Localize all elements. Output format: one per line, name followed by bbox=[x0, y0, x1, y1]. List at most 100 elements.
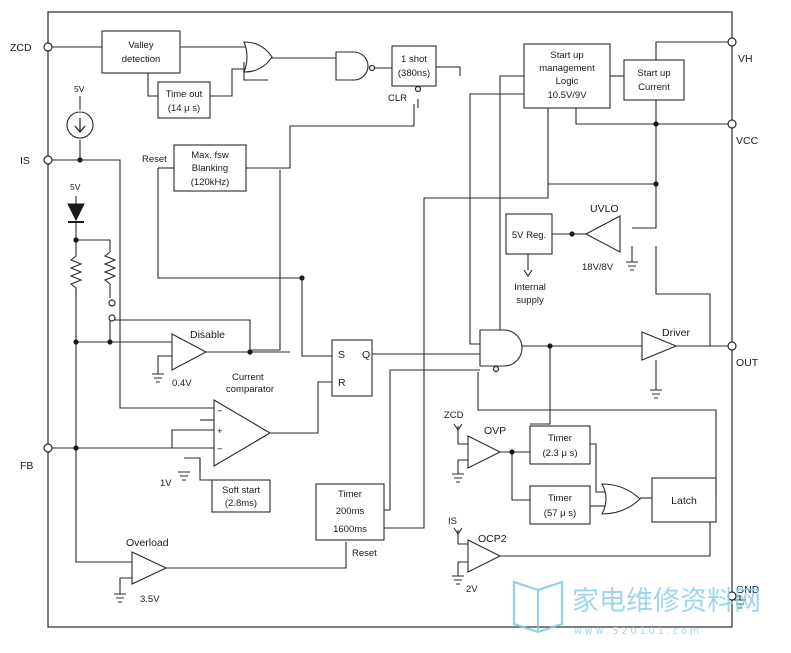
one-shot-label-1: 1 shot bbox=[401, 54, 427, 65]
gnd-symbol-disable bbox=[152, 373, 164, 383]
timer-23-label-1: Timer bbox=[548, 433, 572, 444]
max-fsw-label-2: Blanking bbox=[192, 163, 228, 174]
soft-start-label-2: (2.8ms) bbox=[225, 498, 257, 509]
overload-comparator bbox=[131, 551, 168, 585]
v5-top-label: 5V bbox=[74, 84, 85, 94]
soft-start-label-1: Soft start bbox=[222, 485, 260, 496]
regulator-block bbox=[505, 213, 553, 255]
uvlo-label: UVLO bbox=[590, 203, 619, 215]
switch-contact-b bbox=[108, 314, 116, 322]
gnd-symbol-pin bbox=[734, 596, 746, 609]
max-fsw-label-1: Max. fsw bbox=[191, 150, 229, 161]
startup-current-block bbox=[623, 59, 685, 101]
is-small-label: IS bbox=[448, 516, 457, 527]
sr-q-label: Q bbox=[362, 349, 370, 361]
gnd-symbol-1v bbox=[178, 471, 190, 481]
pins: ZCD IS FB VH VCC OUT GND bbox=[10, 37, 760, 601]
junction-dots bbox=[73, 121, 659, 455]
current-comparator-label-2: comparator bbox=[226, 384, 274, 395]
gnd-symbol-ovp bbox=[452, 473, 464, 483]
startup-label-2: management bbox=[539, 63, 595, 74]
startup-label-4: 10.5V/9V bbox=[547, 90, 587, 101]
sr-flipflop bbox=[331, 339, 373, 397]
is-arrow-icon bbox=[453, 527, 463, 535]
max-fsw-label-3: (120kHz) bbox=[191, 177, 230, 188]
disable-label: Disable bbox=[190, 329, 225, 341]
resistor-right bbox=[103, 251, 117, 290]
internal-supply-label-1: Internal bbox=[514, 282, 546, 293]
pin-is bbox=[43, 155, 53, 165]
overload-label: Overload bbox=[126, 537, 169, 549]
pin-label-fb: FB bbox=[20, 460, 33, 472]
pin-label-gnd: GND bbox=[736, 584, 760, 596]
timer-57-label-1: Timer bbox=[548, 493, 572, 504]
ovp-label: OVP bbox=[484, 425, 506, 437]
gnd-symbol-ocp2 bbox=[452, 575, 464, 585]
v35-label: 3.5V bbox=[140, 594, 160, 605]
watermark: 家电维修资料网 w w w . 5 2 0 1 0 1 . c o m bbox=[512, 580, 761, 637]
clr-label: CLR bbox=[388, 93, 407, 104]
pin-vcc bbox=[727, 119, 737, 129]
reset-bottom-label: Reset bbox=[352, 548, 377, 559]
current-comparator bbox=[213, 399, 272, 467]
wires bbox=[52, 41, 740, 597]
regulator-label: 5V Reg. bbox=[512, 230, 546, 241]
one-shot-block bbox=[391, 45, 437, 87]
v2-label: 2V bbox=[466, 584, 478, 595]
zcd-small-label: ZCD bbox=[444, 410, 464, 421]
gnd-symbol-uvlo bbox=[626, 261, 638, 271]
timer-57-label-2: (57 μ s) bbox=[544, 508, 576, 519]
sr-r-label: R bbox=[338, 377, 346, 389]
uvlo-comparator bbox=[584, 215, 621, 253]
latch-block bbox=[651, 477, 717, 523]
timeout-label-1: Time out bbox=[166, 89, 203, 100]
timer-200-label: 200ms bbox=[336, 506, 365, 517]
v1-label: 1V bbox=[160, 478, 172, 489]
valley-detection-block bbox=[101, 30, 181, 74]
driver-label: Driver bbox=[662, 327, 691, 339]
cc-minus-1: − bbox=[217, 406, 223, 417]
startup-label-3: Logic bbox=[556, 76, 579, 87]
timeout-block bbox=[157, 81, 211, 119]
startup-management-block bbox=[523, 43, 611, 109]
ic-outline bbox=[47, 11, 733, 628]
startup-label-1: Start up bbox=[550, 50, 583, 61]
pin-label-out: OUT bbox=[736, 357, 759, 369]
disable-comparator bbox=[171, 333, 208, 371]
pin-label-is: IS bbox=[20, 155, 30, 167]
and-gate-main bbox=[479, 329, 523, 367]
driver-buffer bbox=[641, 331, 678, 361]
ocp2-comparator bbox=[467, 539, 502, 573]
reset-top-label: Reset bbox=[142, 154, 167, 165]
pin-gnd bbox=[727, 591, 737, 601]
current-comparator-label-1: Current bbox=[232, 372, 264, 383]
v04-label: 0.4V bbox=[172, 378, 192, 389]
clr-inverter bbox=[414, 85, 422, 93]
ocp2-label: OCP2 bbox=[478, 533, 507, 545]
pin-label-zcd: ZCD bbox=[10, 42, 32, 54]
watermark-text: 家电维修资料网 bbox=[572, 586, 761, 617]
soft-start-block bbox=[211, 479, 271, 513]
current-source-arrow-icon bbox=[74, 118, 86, 134]
and-gate-main-inverter bbox=[492, 365, 500, 373]
pin-zcd bbox=[43, 42, 53, 52]
ovp-comparator bbox=[467, 435, 502, 469]
and-gate-top-inverter bbox=[368, 64, 376, 72]
timer-block bbox=[315, 483, 385, 541]
pin-label-vcc: VCC bbox=[736, 135, 759, 147]
zcd-arrow-icon bbox=[453, 423, 463, 431]
one-shot-label-2: (380ns) bbox=[398, 68, 430, 79]
cc-minus-2: − bbox=[217, 444, 223, 455]
gnd-symbol-driver bbox=[650, 389, 662, 399]
startup-current-label-2: Current bbox=[638, 82, 670, 93]
startup-current-label-1: Start up bbox=[637, 68, 670, 79]
timer-1600-label: 1600ms bbox=[333, 524, 367, 535]
diode-icon bbox=[67, 203, 85, 222]
or-gate-top bbox=[243, 41, 273, 73]
pin-out bbox=[727, 341, 737, 351]
timeout-label-2: (14 μ s) bbox=[168, 103, 200, 114]
latch-label: Latch bbox=[671, 495, 697, 507]
internal-supply-arrow-icon bbox=[523, 269, 533, 277]
and-gate-top bbox=[335, 51, 369, 81]
pin-vh bbox=[727, 37, 737, 47]
